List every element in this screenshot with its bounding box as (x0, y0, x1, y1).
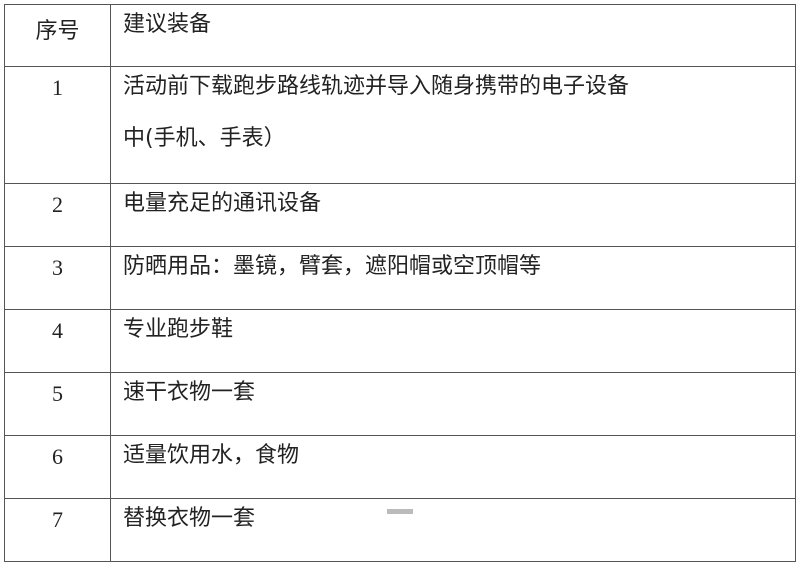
row-item: 替换衣物一套 (110, 498, 796, 562)
page-footer-mark (387, 509, 413, 514)
row-number: 4 (4, 309, 111, 373)
table-row: 4 专业跑步鞋 (4, 309, 796, 373)
row-item: 速干衣物一套 (110, 372, 796, 436)
table-row: 2 电量充足的通讯设备 (4, 183, 796, 247)
table-row: 1 活动前下载跑步路线轨迹并导入随身携带的电子设备 中(手机、手表） (4, 66, 796, 184)
header-item: 建议装备 (110, 4, 796, 67)
table-row: 3 防晒用品：墨镜，臂套，遮阳帽或空顶帽等 (4, 246, 796, 310)
row-item: 活动前下载跑步路线轨迹并导入随身携带的电子设备 中(手机、手表） (110, 66, 796, 184)
row-item: 电量充足的通讯设备 (110, 183, 796, 247)
row-number: 5 (4, 372, 111, 436)
equipment-table: 序号 建议装备 1 活动前下载跑步路线轨迹并导入随身携带的电子设备 中(手机、手… (4, 4, 796, 562)
table-row: 7 替换衣物一套 (4, 498, 796, 562)
row-item-line-2: 中(手机、手表） (123, 126, 286, 151)
row-number: 7 (4, 498, 111, 562)
table-row: 6 适量饮用水，食物 (4, 435, 796, 499)
row-item: 专业跑步鞋 (110, 309, 796, 373)
row-number: 2 (4, 183, 111, 247)
table-row: 5 速干衣物一套 (4, 372, 796, 436)
row-item-line-1: 活动前下载跑步路线轨迹并导入随身携带的电子设备 (123, 74, 630, 99)
row-item: 适量饮用水，食物 (110, 435, 796, 499)
table-header-row: 序号 建议装备 (4, 4, 796, 67)
row-number: 1 (4, 66, 111, 184)
row-item: 防晒用品：墨镜，臂套，遮阳帽或空顶帽等 (110, 246, 796, 310)
header-number: 序号 (4, 4, 111, 67)
row-number: 6 (4, 435, 111, 499)
row-number: 3 (4, 246, 111, 310)
